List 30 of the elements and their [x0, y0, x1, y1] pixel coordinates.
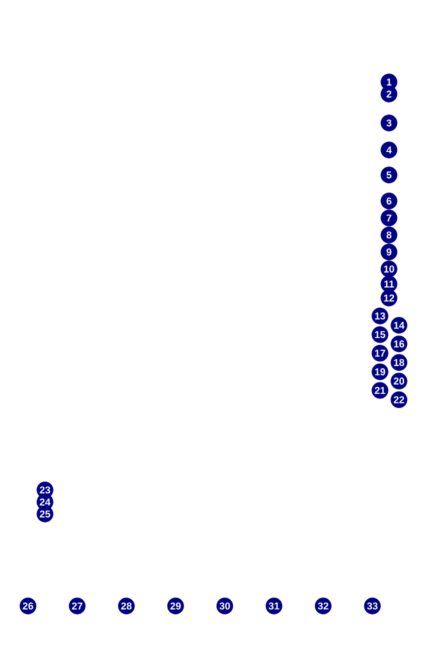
callout-number: 2 — [380, 86, 398, 102]
callout-number: 26 — [20, 598, 36, 614]
callout-number: 13 — [372, 308, 388, 324]
callout-number: 15 — [372, 326, 388, 343]
callout-number: 33 — [364, 598, 381, 614]
callout-number: 5 — [380, 166, 398, 184]
callout-number: 30 — [216, 598, 234, 614]
callout-number: 7 — [380, 210, 398, 226]
callout-number: 31 — [266, 598, 282, 614]
callout-number: 17 — [372, 344, 388, 362]
callout-number: 25 — [36, 506, 54, 522]
callout-number: 22 — [390, 391, 408, 408]
callout-number: 16 — [390, 336, 408, 352]
callout-number: 27 — [68, 598, 86, 614]
callout-number: 14 — [390, 316, 408, 334]
callout-number: 32 — [314, 598, 332, 614]
callout-number: 4 — [380, 142, 398, 158]
callout-number: 10 — [380, 260, 398, 278]
callout-number: 9 — [380, 244, 398, 260]
callout-number: 8 — [380, 226, 398, 244]
callout-number: 6 — [380, 192, 398, 210]
callout-number: 11 — [380, 276, 398, 292]
callout-number: 28 — [118, 598, 135, 614]
callout-number: 18 — [390, 354, 408, 371]
callout-number: 20 — [390, 372, 408, 390]
callout-number: 21 — [372, 382, 388, 399]
callout-number: 3 — [380, 114, 398, 132]
callout-number: 19 — [372, 363, 388, 380]
callout-number: 29 — [167, 598, 184, 614]
callout-number: 12 — [380, 290, 398, 306]
